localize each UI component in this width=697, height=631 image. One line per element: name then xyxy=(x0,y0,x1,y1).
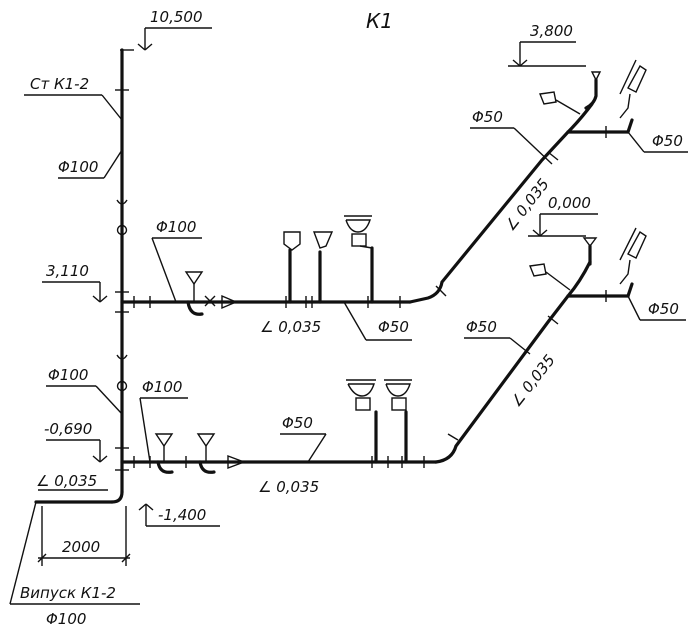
pipe-d50-upper-horizontal-label: Φ50 xyxy=(378,318,409,336)
pipe-d100-upper-label: Φ100 xyxy=(156,218,196,236)
upper-branch-annotations: 3,110 Φ100 ∠ 0,035 Φ50 Φ50 ∠ 0,035 Φ50 3… xyxy=(42,22,688,341)
level-floor1-label: -0,690 xyxy=(44,420,92,438)
outlet-name-label: Випуск К1-2 xyxy=(20,584,116,602)
slope-outlet-label: ∠ 0,035 xyxy=(36,472,97,490)
level-floor2-label: 3,110 xyxy=(46,262,89,280)
pipe-d50-upper-diagonal-label: Φ50 xyxy=(472,108,503,126)
outlet-k1-2: ∠ 0,035 -1,400 2000 Випуск К1-2 Φ100 xyxy=(9,472,220,628)
level-branch-upper-label: 3,800 xyxy=(530,22,573,40)
outlet-diameter-label: Φ100 xyxy=(46,610,86,628)
riser-name-label: Ст К1-2 xyxy=(30,75,89,93)
slope-upper-diagonal-label: ∠ 0,035 xyxy=(501,175,553,234)
pipe-d50-lower-right-label: Φ50 xyxy=(648,300,679,318)
riser-k1-2 xyxy=(110,48,134,504)
level-outlet-label: -1,400 xyxy=(158,506,206,524)
drawing-title: К1 xyxy=(366,9,393,33)
branch-upper xyxy=(120,59,647,316)
level-mark-top: 10,500 xyxy=(137,8,212,51)
riser-name-callout: Ст К1-2 xyxy=(24,75,123,121)
pipe-d50-upper-right-label: Φ50 xyxy=(652,132,683,150)
riser-diameter-label: Φ100 xyxy=(58,158,98,176)
pipe-d100-lower-label: Φ100 xyxy=(142,378,182,396)
pipe-d50-lower-diagonal-label: Φ50 xyxy=(466,318,497,336)
branch-lower xyxy=(120,227,647,474)
slope-lower-diagonal-label: ∠ 0,035 xyxy=(507,351,559,410)
slope-upper-horizontal-label: ∠ 0,035 xyxy=(260,318,321,336)
riser-diameter-callout: Φ100 xyxy=(58,149,123,179)
outlet-length-label: 2000 xyxy=(62,538,100,556)
pipe-d50-lower-horizontal-label: Φ50 xyxy=(282,414,313,432)
slope-lower-horizontal-label: ∠ 0,035 xyxy=(258,478,319,496)
lower-branch-annotations: Φ100 Φ100 -0,690 Φ50 ∠ 0,035 Φ50 ∠ 0,035… xyxy=(44,194,686,496)
pipe-d100-mid-label: Φ100 xyxy=(48,366,88,384)
level-top-label: 10,500 xyxy=(150,8,203,26)
level-branch-lower-label: 0,000 xyxy=(548,194,591,212)
